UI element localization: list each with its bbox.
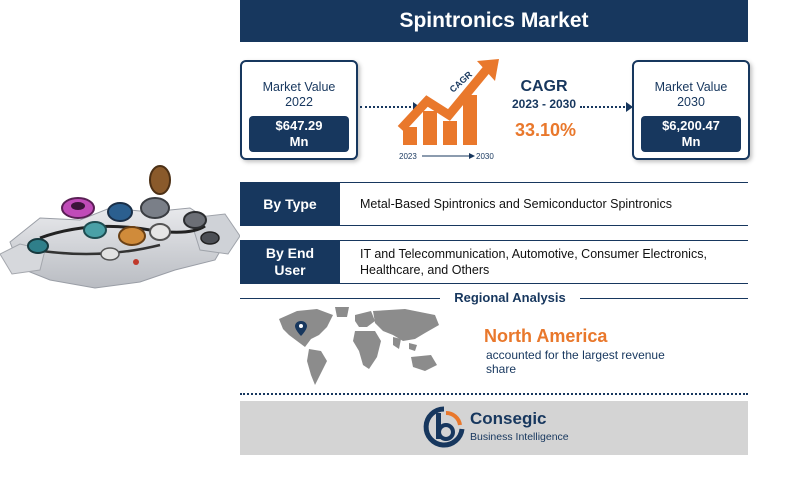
market-value-2022-card: Market Value 2022 $647.29 Mn bbox=[240, 60, 358, 160]
card-caption-text: Market Value bbox=[654, 80, 728, 94]
segment-text: Metal-Based Spintronics and Semiconducto… bbox=[360, 197, 672, 211]
card-year: 2030 bbox=[677, 95, 705, 109]
gears-illustration bbox=[0, 165, 240, 289]
connector-left bbox=[360, 106, 415, 108]
row-rule bbox=[340, 283, 748, 284]
segment-text: IT and Telecommunication, Automotive, Co… bbox=[360, 247, 707, 277]
brand-name: Consegic bbox=[470, 409, 547, 428]
footer: Consegic Business Intelligence bbox=[240, 401, 748, 455]
consegic-logo bbox=[423, 406, 465, 448]
segment-label-line: By End bbox=[265, 245, 315, 261]
cagr-period: 2023 - 2030 bbox=[511, 97, 577, 111]
region-description: accounted for the largest revenue share bbox=[486, 348, 665, 376]
segment-label: By Type bbox=[240, 182, 340, 226]
region-name: North America bbox=[484, 326, 608, 346]
row-rule bbox=[340, 225, 748, 226]
cagr-label: CAGR bbox=[520, 78, 568, 95]
brand-tagline: Business Intelligence bbox=[470, 431, 569, 443]
market-value-2030: $6,200.47 Mn bbox=[641, 116, 741, 152]
value-unit: Mn bbox=[289, 134, 309, 149]
location-pin-icon bbox=[295, 321, 307, 336]
segment-by-end-user: By End User IT and Telecommunication, Au… bbox=[240, 240, 748, 284]
row-rule bbox=[340, 182, 748, 183]
page-title: Spintronics Market bbox=[399, 9, 589, 32]
value-unit: Mn bbox=[681, 134, 701, 149]
growth-arrow-icon: CAGR 2023 2030 bbox=[397, 59, 499, 161]
regional-rule-left bbox=[240, 298, 440, 299]
market-value-2022: $647.29 Mn bbox=[249, 116, 349, 152]
card-year: 2022 bbox=[285, 95, 313, 109]
regional-rule-right bbox=[580, 298, 748, 299]
axis-start-label: 2023 bbox=[399, 152, 417, 161]
value-amount: $647.29 bbox=[275, 118, 323, 133]
connector-right-arrow bbox=[626, 102, 633, 112]
footer-divider bbox=[240, 393, 748, 395]
segment-by-type: By Type Metal-Based Spintronics and Semi… bbox=[240, 182, 748, 226]
row-rule bbox=[340, 240, 748, 241]
axis-end-label: 2030 bbox=[476, 152, 494, 161]
value-amount: $6,200.47 bbox=[662, 118, 720, 133]
card-caption-text: Market Value bbox=[262, 80, 336, 94]
segment-label-line: User bbox=[274, 262, 306, 278]
card-caption: Market Value 2030 bbox=[634, 80, 748, 110]
cagr-value: 33.10% bbox=[514, 120, 577, 140]
connector-right bbox=[580, 106, 628, 108]
world-map bbox=[279, 307, 439, 385]
regional-title: Regional Analysis bbox=[454, 290, 566, 305]
segment-label: By End User bbox=[240, 240, 340, 284]
title-bar: Spintronics Market bbox=[240, 0, 748, 42]
market-value-2030-card: Market Value 2030 $6,200.47 Mn bbox=[632, 60, 750, 160]
card-caption: Market Value 2022 bbox=[242, 80, 356, 110]
